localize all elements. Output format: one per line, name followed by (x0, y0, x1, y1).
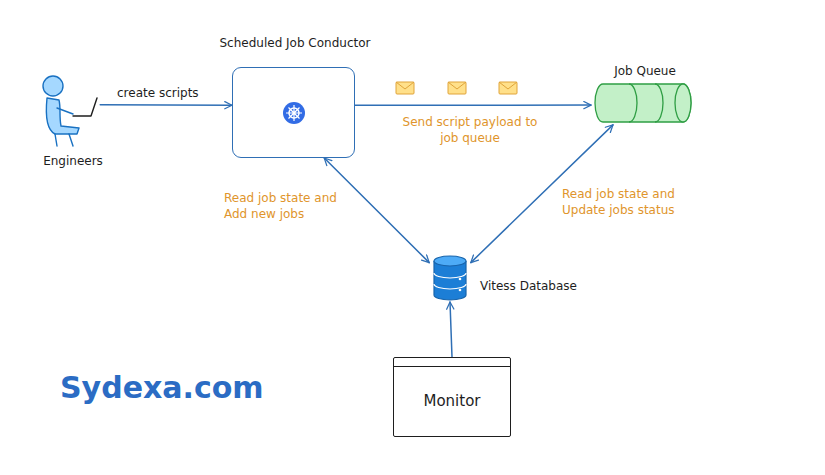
edge-label: Send script payload to job queue (395, 114, 545, 146)
edge-label: Read job state and Add new jobs (224, 190, 344, 222)
queue-cylinder (593, 82, 693, 124)
envelope-icons (396, 82, 517, 94)
flow-arrow (100, 104, 232, 106)
kubernetes-icon (233, 68, 353, 156)
flow-arrow (324, 158, 429, 263)
engineer-illustration (33, 68, 113, 148)
watermark-text: Sydexa.com (60, 370, 264, 406)
engineer-figure: Engineers (28, 68, 118, 172)
queue-node: Job Queue (585, 62, 705, 126)
edge-label: create scripts (117, 85, 199, 101)
service-box: Scheduled Job Conductor (205, 36, 385, 160)
database-label: Vitess Database (480, 279, 577, 294)
queue-heading: Job Queue (585, 64, 705, 79)
window-titlebar (394, 358, 510, 367)
database-icon (430, 253, 470, 301)
service-heading: Scheduled Job Conductor (205, 36, 385, 51)
monitor-label: Monitor (394, 392, 510, 410)
database-node: Vitess Database (425, 250, 595, 305)
edge-label: Read job state and Update jobs status (562, 186, 702, 218)
flow-arrow (450, 302, 452, 357)
flow-arrow (355, 104, 591, 106)
monitor-window: Monitor (393, 357, 511, 437)
service-outline (232, 67, 355, 158)
actor-label: Engineers (28, 154, 118, 169)
